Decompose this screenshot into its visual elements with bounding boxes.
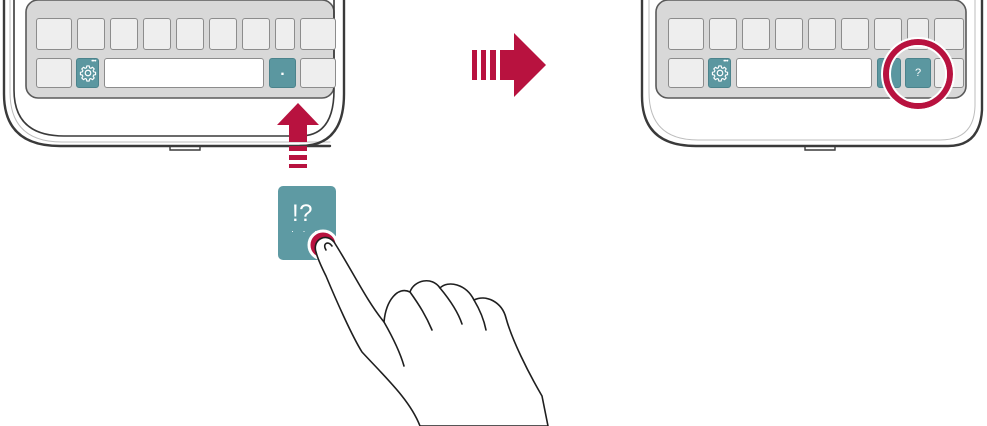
- arrow-right-icon: [472, 33, 546, 97]
- arrow-up-icon: [277, 103, 319, 168]
- hand-icon: [315, 237, 548, 426]
- highlight-circle: [882, 38, 954, 110]
